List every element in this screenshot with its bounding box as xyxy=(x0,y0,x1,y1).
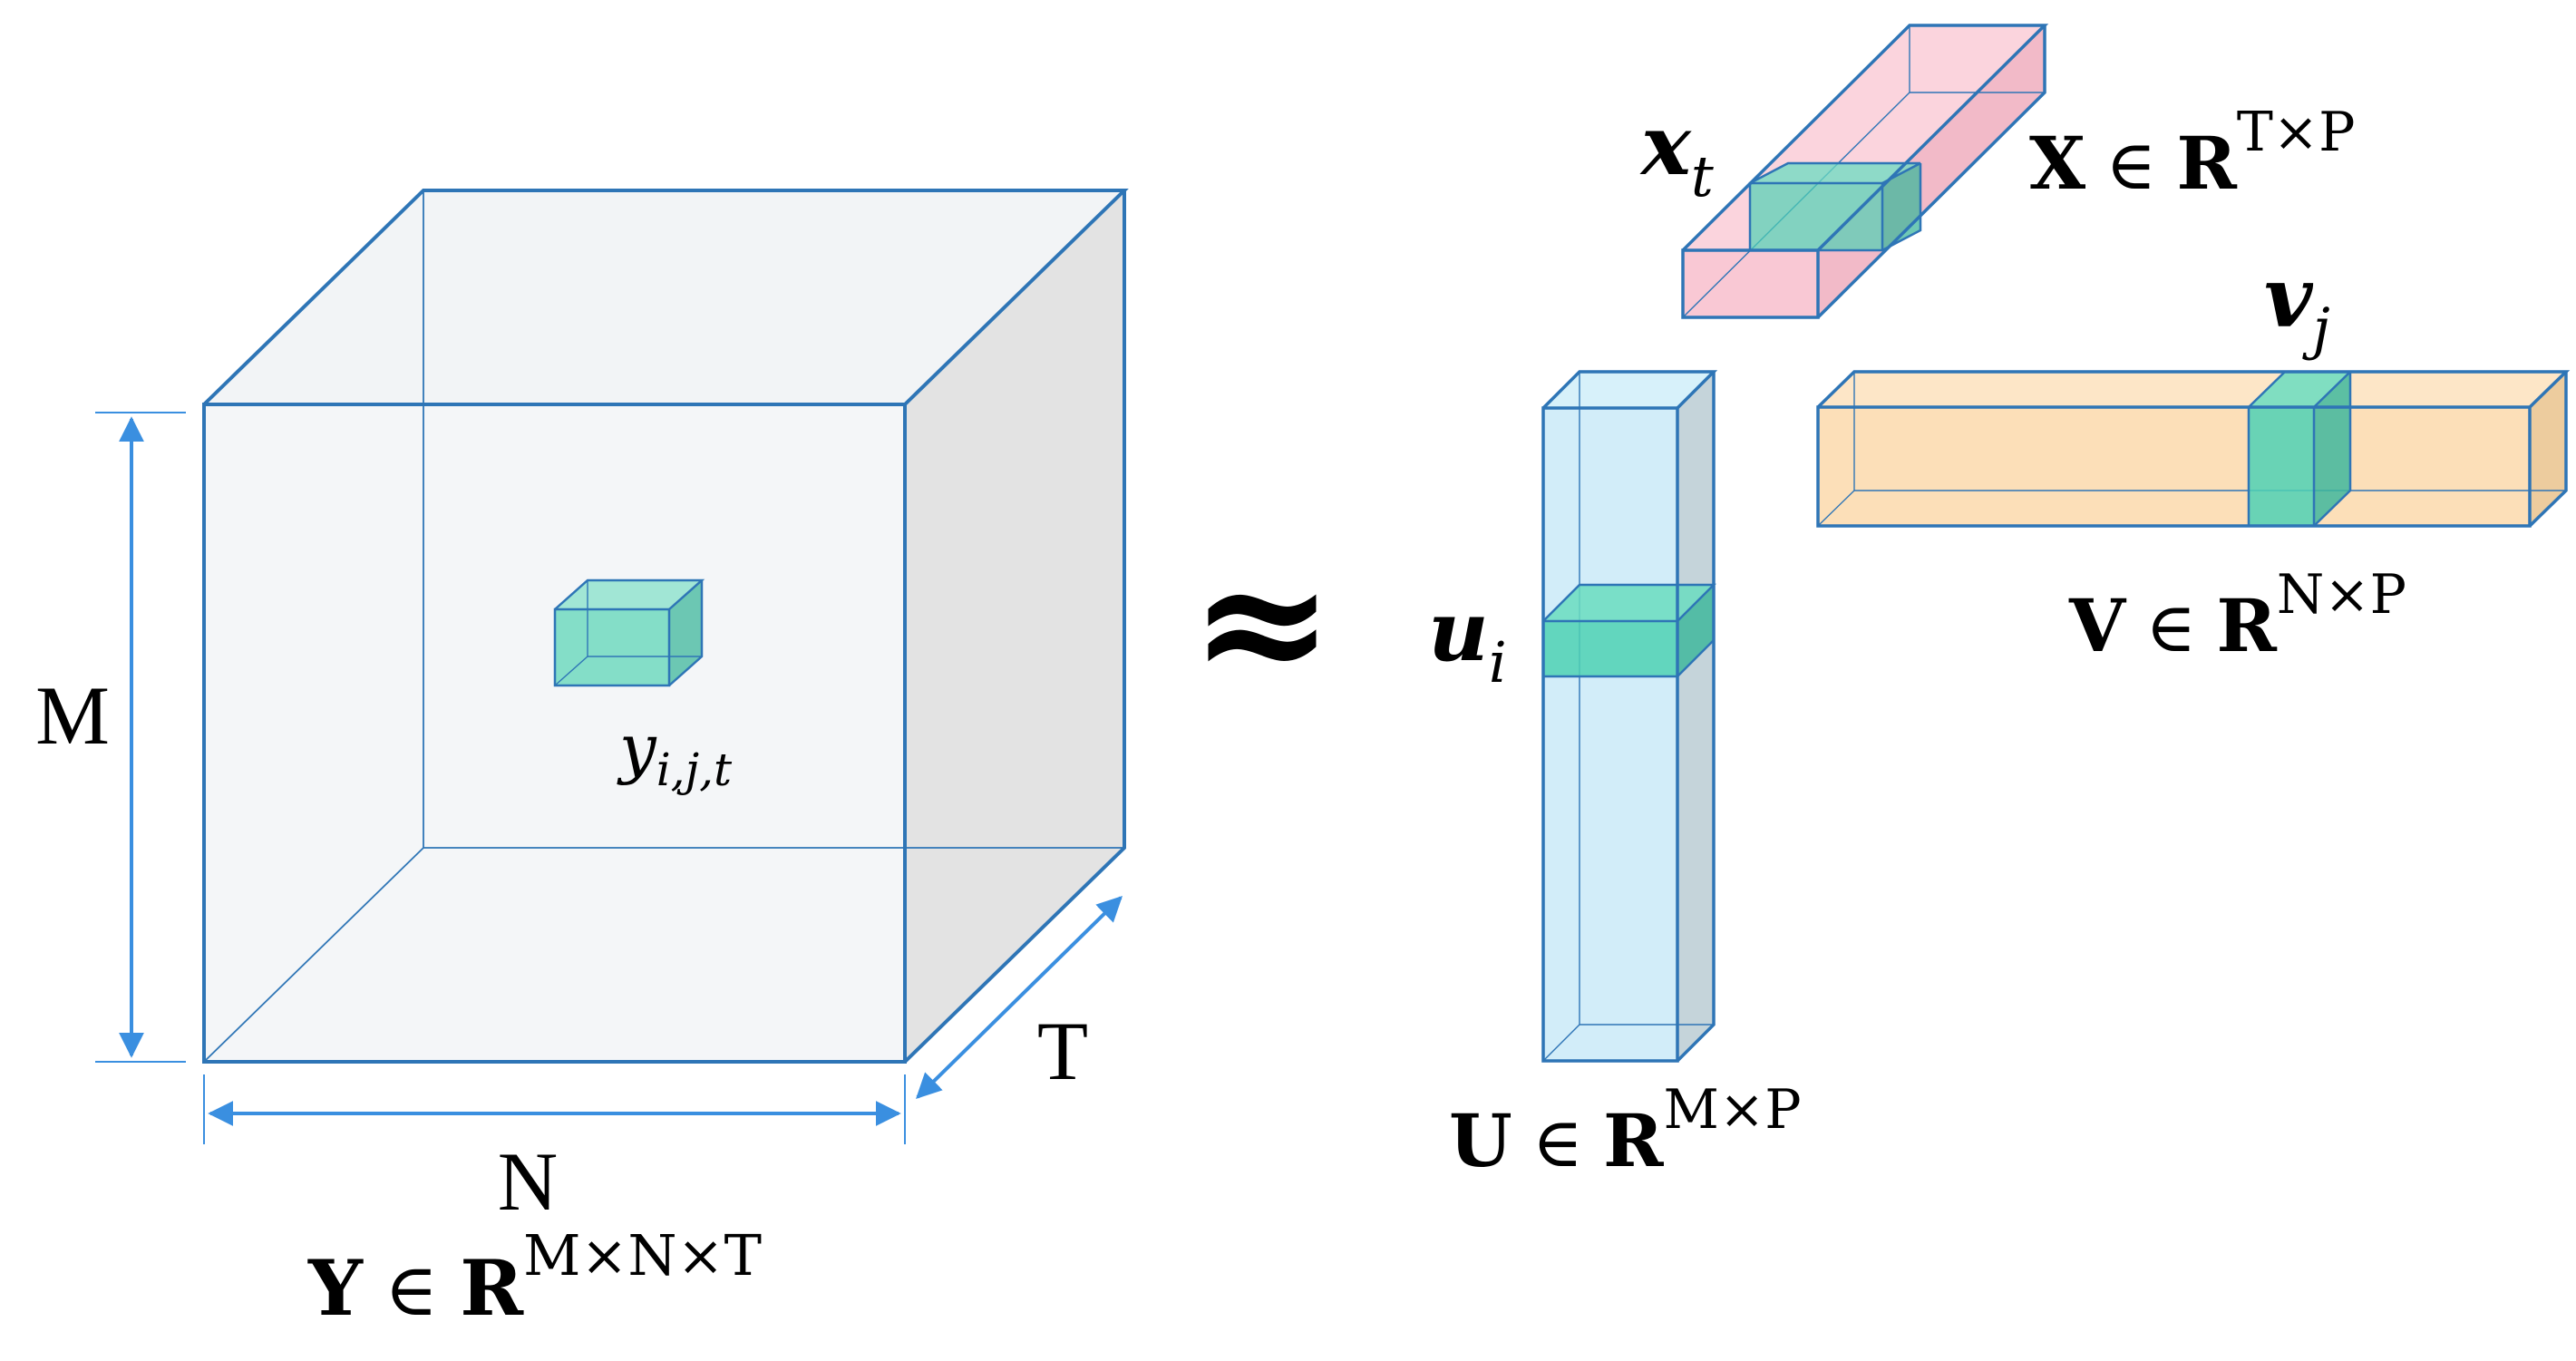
m-dimension-label: M xyxy=(35,669,110,762)
factor-x-symbol: X xyxy=(2029,121,2085,206)
factor-v-formula: V∈RN×P xyxy=(2068,563,2406,668)
tensor-superscript: M×N×T xyxy=(523,1222,762,1288)
tensor-symbol: Y xyxy=(307,1243,364,1333)
cube-top-face xyxy=(204,190,1124,404)
factor-v-prism xyxy=(1816,370,2571,528)
factor-u-member-symbol: ∈ xyxy=(1532,1102,1583,1182)
tensor-space-symbol: R xyxy=(460,1243,524,1333)
tensor-formula: Y∈ RM×N×T xyxy=(307,1222,762,1333)
tensor-entry-subscript: i,j,t xyxy=(656,744,733,796)
factor-x-prism xyxy=(1681,24,2049,319)
tensor-entry-label: yi,j,t xyxy=(617,710,733,796)
factor-x-vector-label: xt xyxy=(1639,96,1714,209)
factor-v-symbol: V xyxy=(2068,583,2127,668)
dimension-guides xyxy=(95,412,906,1144)
cube-hidden-edges xyxy=(203,190,1124,1063)
factor-u-space-symbol: R xyxy=(1603,1098,1664,1183)
approx-symbol: ≈ xyxy=(1190,520,1334,723)
cube-front-face xyxy=(204,404,905,1062)
factor-x-vector-subscript: t xyxy=(1691,143,1714,209)
factor-u-vector-base: u xyxy=(1428,582,1489,680)
cube-side-face xyxy=(905,190,1124,1062)
factor-v-superscript: N×P xyxy=(2277,563,2406,627)
factor-u-formula: U∈RM×P xyxy=(1449,1078,1802,1183)
tensor-entry-base: y xyxy=(617,710,657,786)
factor-v-vector-label: vj xyxy=(2264,248,2330,362)
factor-x-superscript: T×P xyxy=(2237,101,2356,164)
tensor-member-symbol: ∈ xyxy=(384,1248,438,1332)
factor-v-column-band xyxy=(2247,370,2354,528)
factor-u-vector-label: ui xyxy=(1428,582,1507,695)
n-dimension-label: N xyxy=(498,1135,558,1228)
factor-u-superscript: M×P xyxy=(1664,1078,1802,1142)
factor-u-row-band xyxy=(1541,583,1717,678)
factor-u-vector-subscript: i xyxy=(1489,629,1507,695)
factor-x-vector-base: x xyxy=(1639,96,1692,194)
factor-v-vector-base: v xyxy=(2264,248,2314,346)
factor-x-space-symbol: R xyxy=(2176,121,2237,206)
tensor-cube xyxy=(202,189,1129,1064)
factor-u-symbol: U xyxy=(1449,1098,1512,1183)
factor-v-member-symbol: ∈ xyxy=(2145,587,2196,667)
factor-x-row-band xyxy=(1748,161,1922,252)
t-dimension-arrow xyxy=(916,896,1123,1099)
t-dimension-label: T xyxy=(1037,1005,1088,1097)
factor-v-space-symbol: R xyxy=(2216,583,2277,668)
tensor-entry-cube xyxy=(553,578,705,687)
factor-x-formula: X∈RT×P xyxy=(2029,101,2356,206)
factor-u-prism xyxy=(1541,370,1718,1063)
factor-x-member-symbol: ∈ xyxy=(2105,124,2156,205)
